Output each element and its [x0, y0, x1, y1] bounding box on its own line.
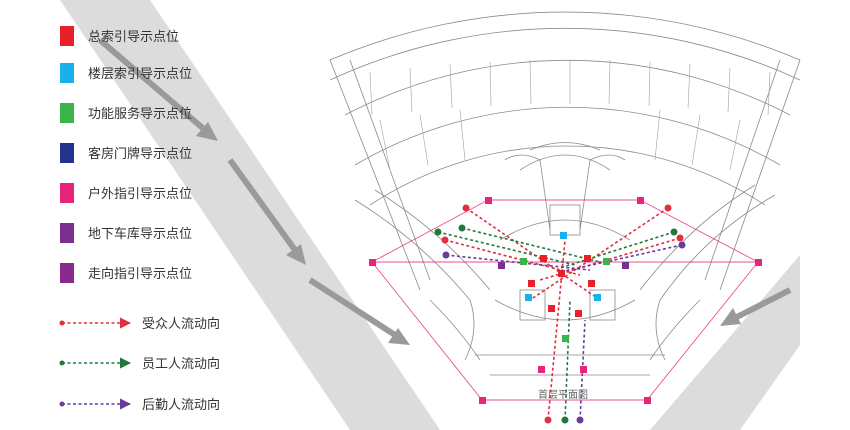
- legend-label-1: 楼层索引导示点位: [88, 67, 192, 82]
- approach-arrow-4: [733, 287, 792, 321]
- approach-arrow-3: [308, 277, 397, 338]
- legend-swatch-6: [60, 263, 74, 283]
- legend-swatch-4: [60, 183, 74, 203]
- approach-arrow-4-head: [720, 308, 741, 326]
- floor-plan: [329, 11, 801, 376]
- legend: 总索引导示点位 楼层索引导示点位 功能服务导示点位 客房门牌导示点位 户外指引导…: [59, 26, 220, 413]
- legend-label-6: 走向指引导示点位: [88, 266, 192, 282]
- legend-flow-label-0: 受众人流动向: [142, 316, 220, 332]
- legend-swatch-2: [60, 103, 74, 123]
- legend-flow-label-1: 员工人流动向: [142, 356, 220, 372]
- legend-swatch-1: [60, 63, 74, 83]
- approach-band-left: [60, 0, 440, 430]
- legend-swatch-3: [60, 143, 74, 163]
- flow-lines-staff: [437, 227, 675, 421]
- approach-arrow-1: [98, 37, 207, 133]
- approach-bands: [60, 0, 800, 430]
- plan-grid-ticks: [369, 59, 771, 171]
- legend-swatch-5: [60, 223, 74, 243]
- legend-label-3: 客房门牌导示点位: [88, 146, 192, 162]
- flow-origin-dots: [434, 204, 686, 424]
- legend-flow-dot-1: [59, 360, 65, 366]
- signage-markers: [369, 197, 762, 404]
- legend-label-5: 地下车库导示点位: [88, 226, 192, 242]
- legend-flow-dot-0: [59, 320, 65, 326]
- legend-label-2: 功能服务导示点位: [88, 106, 192, 122]
- approach-band-right: [650, 255, 800, 430]
- plan-caption: 首层平面图: [538, 388, 588, 401]
- flow-lines-visitor: [444, 207, 681, 421]
- approach-arrow-1-head: [196, 122, 218, 141]
- legend-flow-label-2: 后勤人流动向: [142, 397, 220, 413]
- legend-label-4: 户外指引导示点位: [88, 186, 192, 202]
- plan-boundary: [371, 199, 759, 401]
- legend-swatch-0: [60, 26, 74, 46]
- approach-arrow-2-head: [286, 244, 306, 265]
- legend-label-0: 总索引导示点位: [88, 30, 179, 45]
- approach-arrow-2: [227, 158, 298, 252]
- legend-flow-dot-2: [59, 401, 65, 407]
- approach-arrow-3-head: [388, 328, 410, 345]
